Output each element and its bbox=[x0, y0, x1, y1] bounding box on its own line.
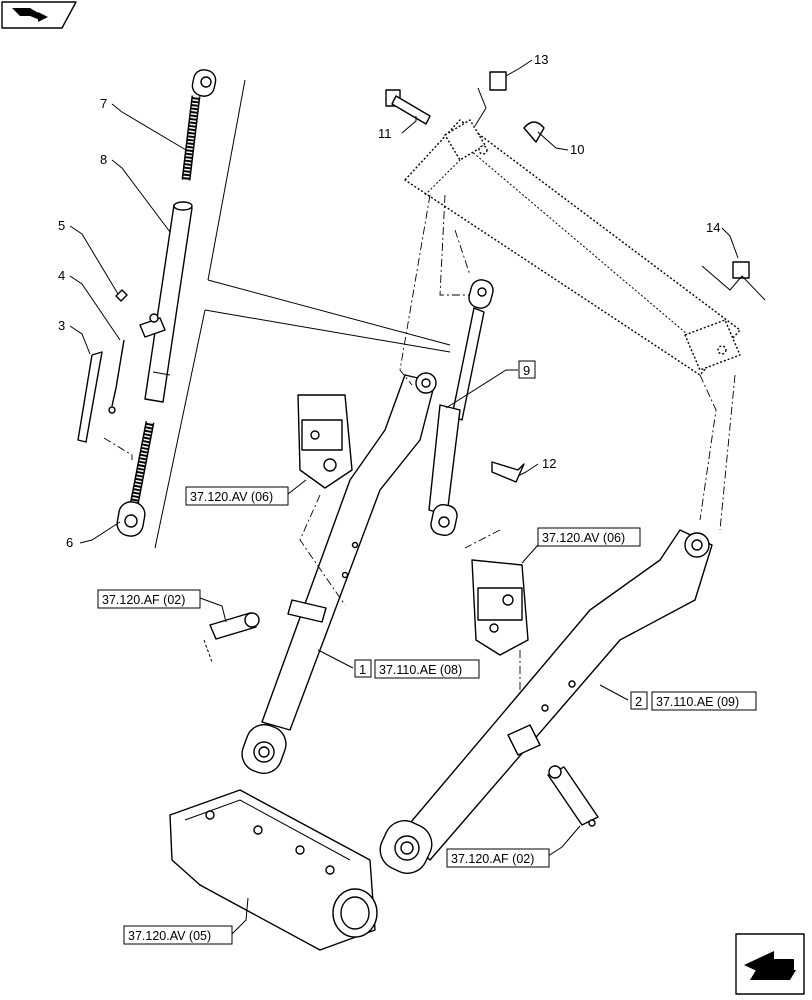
ref-link-av06-left[interactable]: 37.120.AV (06) bbox=[185, 486, 289, 506]
svg-text:37.120.AV (06): 37.120.AV (06) bbox=[542, 531, 625, 545]
callout-4: 4 bbox=[58, 268, 65, 283]
bushing-part-13 bbox=[489, 71, 507, 91]
clip-part-10 bbox=[523, 121, 545, 143]
ref-link-af02-left[interactable]: 37.120.AF (02) bbox=[97, 589, 201, 609]
callout-5: 5 bbox=[58, 218, 65, 233]
callout-1-box bbox=[354, 659, 372, 678]
alignment-lines bbox=[299, 194, 736, 690]
callout-9-box bbox=[518, 360, 536, 379]
svg-text:37.120.AV (06): 37.120.AV (06) bbox=[190, 490, 273, 504]
callout-8: 8 bbox=[100, 152, 107, 167]
callout-13: 13 bbox=[534, 52, 548, 67]
sensor-assembly-left bbox=[297, 394, 353, 489]
svg-text:37.110.AE (08): 37.110.AE (08) bbox=[379, 663, 462, 677]
svg-text:37.120.AF (02): 37.120.AF (02) bbox=[451, 852, 534, 866]
ref-link-ae08[interactable]: 37.110.AE (08) bbox=[374, 659, 480, 679]
callout-11: 11 bbox=[378, 126, 392, 141]
pin-part-5 bbox=[115, 289, 128, 302]
callout-9: 9 bbox=[523, 363, 530, 378]
lower-link-part-1 bbox=[241, 372, 437, 775]
pin-part-12 bbox=[491, 461, 525, 483]
rod-end-part-7 bbox=[181, 69, 217, 181]
navigation-arrow-icon[interactable] bbox=[735, 933, 805, 995]
leader-lines bbox=[69, 59, 739, 935]
callout-6: 6 bbox=[66, 535, 73, 550]
rear-axle-housing bbox=[169, 789, 378, 951]
callout-3: 3 bbox=[58, 318, 65, 333]
divider-line bbox=[207, 279, 451, 346]
ref-link-af02-right[interactable]: 37.120.AF (02) bbox=[446, 848, 550, 868]
callout-10: 10 bbox=[570, 142, 584, 157]
divider-line bbox=[154, 309, 206, 549]
fitting-left bbox=[203, 612, 260, 663]
ref-link-av06-right[interactable]: 37.120.AV (06) bbox=[537, 527, 641, 547]
hook-part-3 bbox=[77, 351, 103, 443]
bolt-part-11 bbox=[385, 89, 431, 125]
ref-link-av05[interactable]: 37.120.AV (05) bbox=[123, 925, 233, 945]
callout-7: 7 bbox=[100, 96, 107, 111]
ref-link-ae09[interactable]: 37.110.AE (09) bbox=[651, 691, 757, 711]
lift-rod-part-9 bbox=[428, 279, 494, 537]
callout-2: 2 bbox=[635, 694, 642, 709]
sensor-assembly-right bbox=[471, 559, 529, 656]
svg-text:37.110.AE (09): 37.110.AE (09) bbox=[656, 695, 739, 709]
crossbar-bracket bbox=[404, 119, 741, 376]
divider-line bbox=[207, 79, 246, 281]
tube-part-8 bbox=[139, 201, 193, 403]
lower-link-part-2 bbox=[379, 529, 713, 874]
callout-12: 12 bbox=[542, 456, 556, 471]
callout-1: 1 bbox=[359, 662, 366, 677]
top-link-assembly bbox=[77, 69, 217, 537]
callout-14: 14 bbox=[706, 220, 720, 235]
bushing-part-14 bbox=[732, 261, 750, 279]
rod-end-part-6 bbox=[116, 421, 155, 537]
svg-text:37.120.AF (02): 37.120.AF (02) bbox=[102, 593, 185, 607]
fitting-right bbox=[547, 765, 599, 827]
svg-text:37.120.AV (05): 37.120.AV (05) bbox=[128, 929, 211, 943]
callout-2-box bbox=[630, 691, 648, 710]
chain-part-4 bbox=[111, 339, 125, 407]
wrench-flag-icon[interactable] bbox=[1, 1, 77, 29]
divider-line bbox=[204, 309, 451, 353]
